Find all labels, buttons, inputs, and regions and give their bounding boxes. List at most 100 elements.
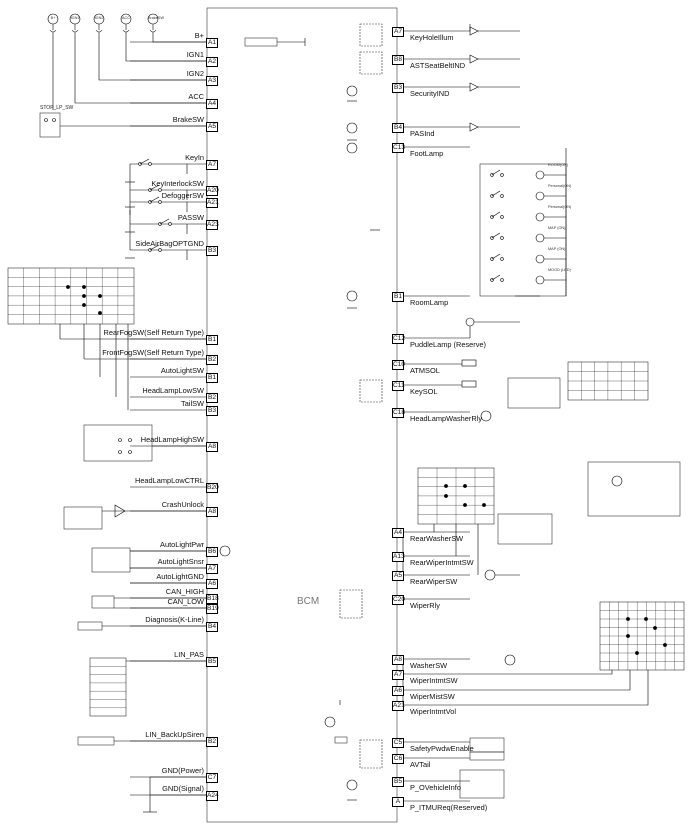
- av-box: [469, 751, 505, 761]
- left-signal-label: CAN_LOW: [167, 597, 204, 606]
- table-dot: [626, 634, 630, 638]
- switch-contact-icon: [118, 438, 122, 442]
- right-signal-label: P_OVehicleInfo: [410, 783, 461, 792]
- switch-contact-icon: [158, 200, 162, 204]
- table-dot: [626, 617, 630, 621]
- bcm-pin-left: A24: [206, 791, 219, 801]
- right-signal-label: ATMSOL: [410, 366, 440, 375]
- auto-light-sensor-box: [91, 547, 131, 573]
- key-hole-illum-led-icon: [469, 26, 479, 36]
- bcm-pin-right: A21: [392, 701, 405, 711]
- bcm-pin-right: A7: [392, 670, 404, 680]
- switch-contact-icon: [500, 257, 504, 261]
- bcm-pin-right: B4: [392, 123, 404, 133]
- switch-blade: [491, 232, 501, 239]
- left-signal-label: FrontFogSW(Self Return Type): [102, 348, 204, 357]
- table-dot: [663, 643, 667, 647]
- can-device-box: [91, 595, 115, 609]
- table-dot: [82, 285, 86, 289]
- bcm-pin-right: B5: [392, 777, 404, 787]
- wire: [470, 670, 649, 706]
- bcm-pin-left: B19: [206, 604, 219, 614]
- right-signal-label: PASInd: [410, 129, 435, 138]
- bcm-pin-left: B3: [206, 246, 218, 256]
- bcm-pin-right: B8: [392, 55, 404, 65]
- bcm-pin-left: A7: [206, 564, 218, 574]
- wiper-motor-icon: [611, 475, 623, 487]
- switch-blade: [149, 196, 160, 203]
- left-signal-label: Diagnosis(K-Line): [145, 615, 204, 624]
- left-signal-label: GND(Signal): [162, 784, 204, 793]
- bcm-pin-left: B1: [206, 335, 218, 345]
- source-terminal-label: ACC: [121, 16, 131, 20]
- switch-blade: [491, 211, 501, 218]
- bcm-pin-left: B2: [206, 393, 218, 403]
- right-signal-label: P_ITMUReq(Reserved): [410, 803, 488, 812]
- bcm-pin-right: C18: [392, 408, 406, 418]
- bcm-pin-left: B4: [206, 622, 218, 632]
- left-signal-label: PASSW: [177, 213, 204, 222]
- room-lamp-item-label: MAP (ON): [548, 226, 566, 230]
- bcm-pin-left: C7: [206, 773, 218, 783]
- airbag-unit-box: [63, 506, 103, 530]
- switch-contact-icon: [118, 450, 122, 454]
- bcm-pin-left: A3: [206, 76, 218, 86]
- bcm-pin-left: B3: [206, 406, 218, 416]
- bcm-pin-left: B2: [206, 737, 218, 747]
- relay-box: [359, 379, 383, 403]
- relay-box: [359, 23, 383, 47]
- bcm-pin-left: B20: [206, 483, 219, 493]
- bcm-pin-right: B3: [392, 83, 404, 93]
- bcm-pin-left: A8: [206, 507, 218, 517]
- lamp-icon: [535, 275, 545, 285]
- right-signal-label: WasherSW: [410, 661, 448, 670]
- solenoid-icon: [461, 359, 477, 367]
- bcm-pin-right: A5: [392, 571, 404, 581]
- relay-box: [339, 589, 363, 619]
- bcm-pin-right: A13: [392, 552, 405, 562]
- switch-contact-icon: [500, 215, 504, 219]
- right-signal-label: RearWasherSW: [410, 534, 464, 543]
- lamp-icon: [535, 254, 545, 264]
- bcm-pin-right: B1: [392, 292, 404, 302]
- left-signal-label: DefoggerSW: [161, 191, 204, 200]
- source-terminal-label: BrakeSW: [148, 16, 165, 20]
- wire: [125, 32, 207, 62]
- right-signal-label: SecurityIND: [410, 89, 450, 98]
- right-signal-label: WiperIntmtSW: [410, 676, 458, 685]
- table-dot: [444, 484, 448, 488]
- room-lamp-item-label: MAP (ON): [548, 247, 566, 251]
- stop-lamp-switch-box: [39, 112, 61, 138]
- right-signal-label: PuddleLamp (Reserve): [410, 340, 486, 349]
- switch-contact-icon: [500, 194, 504, 198]
- wire: [74, 32, 207, 104]
- right-signal-label: WiperIntmtVol: [410, 707, 456, 716]
- right-signal-label: HeadLampWasherRly: [410, 414, 483, 423]
- lamp-icon: [535, 170, 545, 180]
- transistor-icon: [346, 85, 358, 97]
- resistor-box: [334, 736, 348, 744]
- switch-contact-icon: [500, 173, 504, 177]
- bcm-pin-right: C5: [392, 738, 404, 748]
- bcm-pin-left: B2: [206, 355, 218, 365]
- switch-blade: [149, 244, 160, 251]
- resistor-box: [244, 37, 278, 47]
- switch-contact-icon: [500, 236, 504, 240]
- stop-lamp-switch-label: STOP_LP_SW: [40, 105, 74, 111]
- headlamp-switch-box: [83, 424, 153, 462]
- switch-contact-icon: [158, 248, 162, 252]
- right-signal-label: RearWiperSW: [410, 577, 458, 586]
- tmu-box: [459, 769, 505, 799]
- left-signal-label: SideAirBagOPTGND: [135, 239, 204, 248]
- left-signal-label: HeadLampLowSW: [142, 386, 204, 395]
- left-signal-label: HeadLampHighSW: [140, 435, 204, 444]
- relay-box: [359, 51, 383, 75]
- wire: [152, 32, 207, 43]
- right-signal-label: FootLamp: [410, 149, 444, 158]
- left-signal-label: AutoLightSnsr: [157, 557, 204, 566]
- left-signal-label: AutoLightSW: [160, 366, 204, 375]
- table-dot: [635, 651, 639, 655]
- table-dot: [463, 503, 467, 507]
- switch-blade: [491, 190, 501, 197]
- right-signal-label: RoomLamp: [410, 298, 449, 307]
